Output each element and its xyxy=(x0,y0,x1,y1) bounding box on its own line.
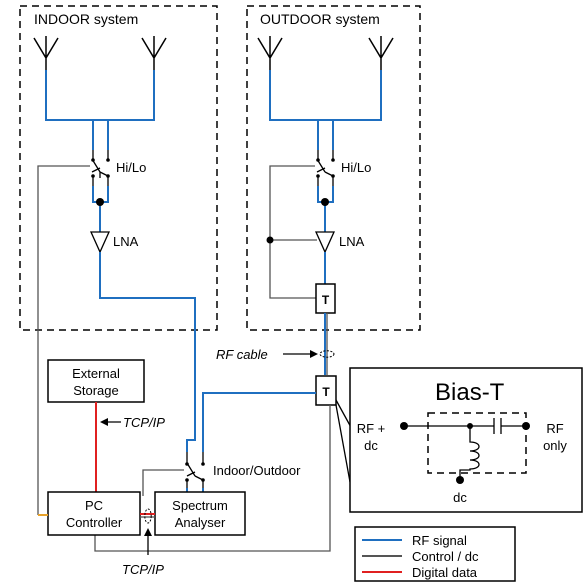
indoor-hilo-label: Hi/Lo xyxy=(116,160,146,175)
bias-t-right-line1: RF xyxy=(546,421,563,436)
indoor-switch-control-line xyxy=(37,165,90,515)
indoor-outdoor-control-line xyxy=(142,469,184,496)
bias-t-detail: Bias-T RF + dc RF only dc xyxy=(349,367,583,513)
indoor-lna-label: LNA xyxy=(113,234,139,249)
outdoor-lna-label: LNA xyxy=(339,234,365,249)
legend-label: Digital data xyxy=(412,565,478,580)
tcpip-top-arrowhead xyxy=(100,418,108,426)
external-storage-line1: External xyxy=(72,366,120,381)
pc-analyser-marker-icon xyxy=(144,508,152,524)
bias-t-rf-node xyxy=(522,422,530,430)
indoor-antenna-feed xyxy=(45,70,155,150)
pc-controller-box xyxy=(47,491,141,536)
outdoor-hilo-label: Hi/Lo xyxy=(341,160,371,175)
bias-t-detail-enclosure xyxy=(427,412,527,474)
legend-label: RF signal xyxy=(412,533,467,548)
indoor-lna-output-cable xyxy=(99,252,196,452)
outdoor-bias-t-label: T xyxy=(322,293,330,307)
tcpip-top-label: TCP/IP xyxy=(123,415,165,430)
outdoor-control-dc-line xyxy=(269,165,320,299)
bias-t-rf-dc-node xyxy=(400,422,408,430)
indoor-lna-icon xyxy=(89,231,111,254)
outdoor-control-junction-dot xyxy=(266,236,274,244)
indoor-system-title: INDOOR system xyxy=(34,11,138,27)
pc-controller-line2: Controller xyxy=(66,515,123,530)
indoor-switch-to-lna xyxy=(92,186,109,232)
capacitor-icon xyxy=(493,418,502,434)
tcpip-bottom-label: TCP/IP xyxy=(122,562,164,577)
bias-t-left-line2: dc xyxy=(364,438,378,453)
bias-t-detail-box xyxy=(349,367,583,513)
outdoor-system: OUTDOOR system Hi/Lo LNA T xyxy=(246,5,421,331)
outdoor-system-boundary xyxy=(246,5,421,331)
outdoor-system-title: OUTDOOR system xyxy=(260,11,380,27)
external-storage-box xyxy=(47,359,145,403)
biast-rf-output xyxy=(202,392,316,452)
outdoor-junction-dot xyxy=(321,198,329,206)
indoor-outdoor-label: Indoor/Outdoor xyxy=(213,463,301,478)
indoor-hilo-switch xyxy=(91,150,110,186)
rf-cable-label: RF cable xyxy=(216,347,268,362)
indoor-outdoor-switch xyxy=(185,452,205,488)
rf-cable-arrowhead xyxy=(310,350,318,358)
external-storage-line2: Storage xyxy=(73,383,119,398)
outdoor-lna-icon xyxy=(314,231,336,254)
indoor-junction-dot xyxy=(96,198,104,206)
indoor-system-boundary xyxy=(19,5,218,331)
bias-t-label: T xyxy=(322,385,330,399)
spectrum-analyser-line1: Spectrum xyxy=(172,498,228,513)
rf-cable-marker-icon xyxy=(319,350,335,358)
bias-t-dc-node xyxy=(456,476,464,484)
bias-t-right-line2: only xyxy=(543,438,567,453)
outdoor-hilo-switch xyxy=(316,150,335,186)
pc-controller-line1: PC xyxy=(85,498,103,513)
inductor-icon xyxy=(459,426,480,478)
bias-t-left-line1: RF + xyxy=(357,421,386,436)
bias-t-box xyxy=(315,375,337,406)
bias-t-bottom-label: dc xyxy=(453,490,467,505)
tcpip-bottom-arrowhead xyxy=(144,528,152,536)
outdoor-switch-to-lna xyxy=(317,186,334,232)
indoor-system: INDOOR system Hi/Lo LNA xyxy=(19,5,218,515)
outdoor-antenna-feed xyxy=(269,70,382,150)
legend-label: Control / dc xyxy=(412,549,479,564)
bias-t-detail-title: Bias-T xyxy=(435,379,505,406)
spectrum-analyser-line2: Analyser xyxy=(175,515,226,530)
